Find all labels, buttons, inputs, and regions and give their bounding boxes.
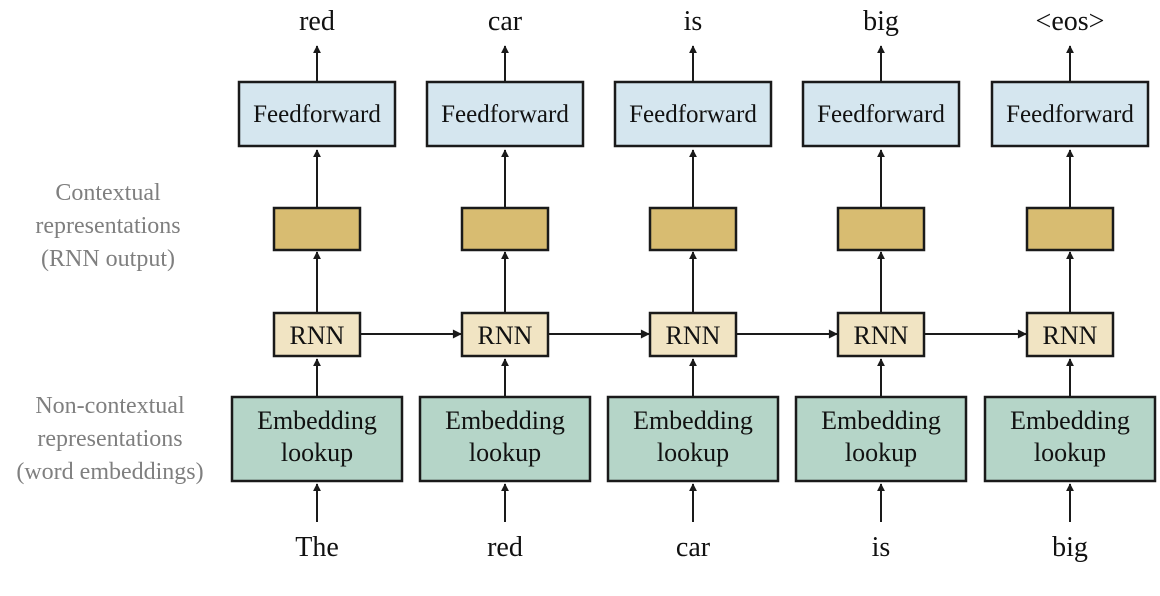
embedding-label-line1: Embedding bbox=[633, 406, 753, 435]
column-4: is Embedding lookup RNN Feedforward big bbox=[794, 6, 968, 563]
output-word: car bbox=[488, 6, 523, 37]
embedding-label-line1: Embedding bbox=[821, 406, 941, 435]
embedding-label-line2: lookup bbox=[657, 438, 729, 467]
rnn-label: RNN bbox=[666, 321, 721, 350]
embedding-lookup-box bbox=[230, 395, 404, 483]
output-word: <eos> bbox=[1036, 6, 1105, 37]
embedding-label-line1: Embedding bbox=[257, 406, 377, 435]
column-3: car Embedding lookup RNN Feedforward is bbox=[606, 6, 780, 563]
contextual-representation-box bbox=[648, 206, 738, 252]
input-word: The bbox=[295, 532, 339, 563]
contextual-label-line2: representations bbox=[35, 213, 180, 239]
contextual-label-line3: (RNN output) bbox=[41, 246, 175, 272]
feedforward-box bbox=[425, 80, 585, 148]
embedding-label-line2: lookup bbox=[845, 438, 917, 467]
noncontextual-label-line1: Non-contextual bbox=[35, 393, 185, 419]
rnn-label: RNN bbox=[1043, 321, 1098, 350]
contextual-representation-box bbox=[460, 206, 550, 252]
embedding-label-line1: Embedding bbox=[1010, 406, 1130, 435]
input-word: car bbox=[676, 532, 711, 563]
feedforward-label: Feedforward bbox=[253, 101, 381, 128]
input-word: is bbox=[872, 532, 891, 563]
embedding-lookup-box bbox=[794, 395, 968, 483]
noncontextual-label-line2: representations bbox=[37, 426, 182, 452]
contextual-representation-box bbox=[272, 206, 362, 252]
contextual-label-line1: Contextual bbox=[55, 180, 161, 206]
embedding-label-line2: lookup bbox=[281, 438, 353, 467]
feedforward-box bbox=[801, 80, 961, 148]
embedding-label-line1: Embedding bbox=[445, 406, 565, 435]
output-word: is bbox=[684, 6, 703, 37]
contextual-representation-box bbox=[1025, 206, 1115, 252]
rnn-box bbox=[1025, 311, 1115, 358]
feedforward-label: Feedforward bbox=[817, 101, 945, 128]
contextual-side-label: Contextual representations (RNN output) bbox=[35, 180, 180, 272]
column-5: big Embedding lookup RNN Feedforward <eos> bbox=[983, 6, 1157, 563]
noncontextual-side-label: Non-contextual representations (word emb… bbox=[16, 393, 203, 485]
column-2: red Embedding lookup RNN Feedforward car bbox=[418, 6, 592, 563]
feedforward-label: Feedforward bbox=[1006, 101, 1134, 128]
rnn-label: RNN bbox=[478, 321, 533, 350]
output-word: big bbox=[863, 6, 899, 37]
time-step-columns: TheEmbeddinglookupRNNFeedforwardredredEm… bbox=[230, 6, 1157, 563]
input-word: red bbox=[487, 532, 523, 563]
feedforward-box bbox=[990, 80, 1150, 148]
input-word: big bbox=[1052, 532, 1088, 563]
feedforward-label: Feedforward bbox=[629, 101, 757, 128]
output-word: red bbox=[299, 6, 335, 37]
column-1: The Embedding lookup RNN Feedforward red bbox=[230, 6, 404, 563]
embedding-label-line2: lookup bbox=[1034, 438, 1106, 467]
feedforward-label: Feedforward bbox=[441, 101, 569, 128]
rnn-label: RNN bbox=[290, 321, 345, 350]
rnn-label: RNN bbox=[854, 321, 909, 350]
rnn-box bbox=[460, 311, 550, 358]
contextual-representation-box bbox=[836, 206, 926, 252]
feedforward-box bbox=[613, 80, 773, 148]
embedding-label-line2: lookup bbox=[469, 438, 541, 467]
noncontextual-label-line3: (word embeddings) bbox=[16, 459, 203, 485]
